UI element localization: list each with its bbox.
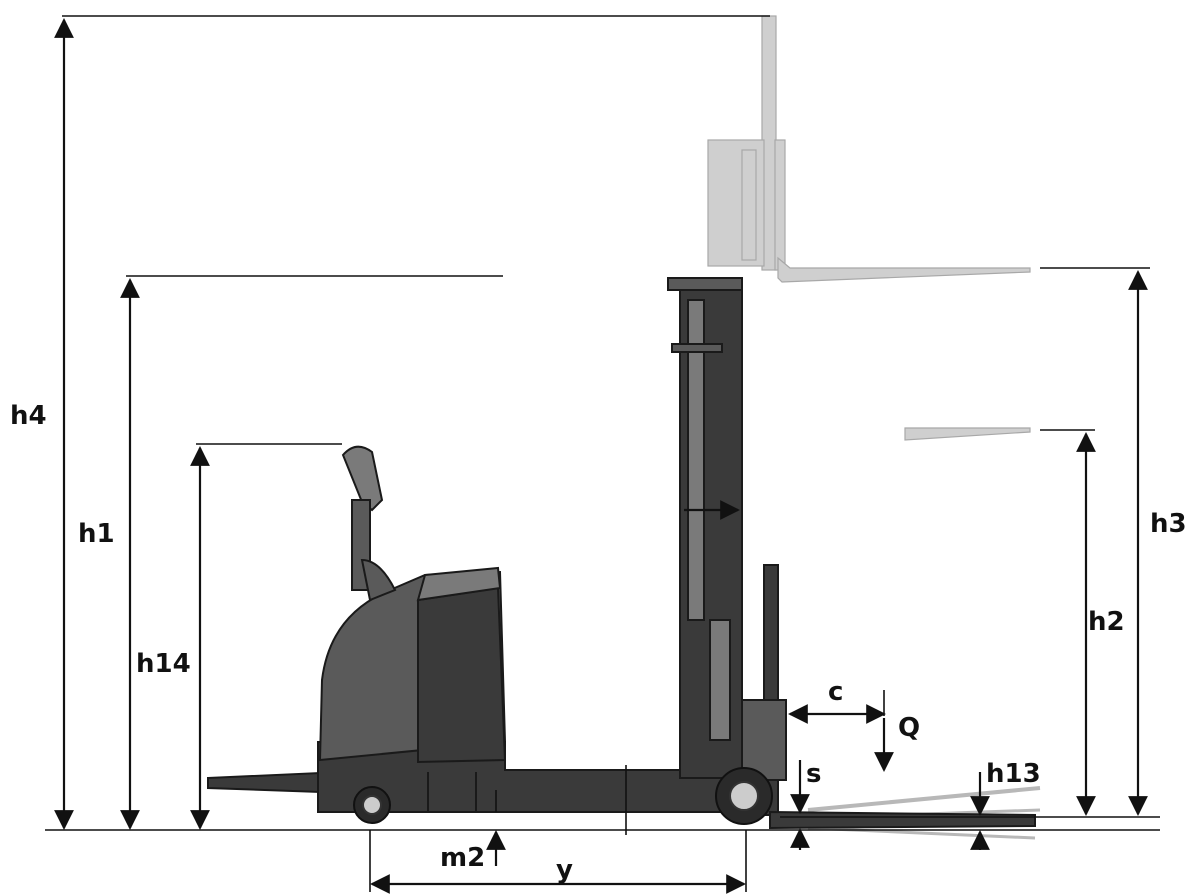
mast-guard [709, 619, 731, 741]
rear-outrigger [207, 771, 321, 794]
h13-label: h13 [986, 759, 1041, 789]
raised-fork-top [777, 256, 1031, 283]
dimension-h2: h2 [1040, 429, 1125, 816]
h3-label: h3 [1150, 509, 1187, 539]
tiller-head [341, 445, 384, 512]
dimension-c: c [788, 677, 886, 724]
mast-crossbar [671, 343, 723, 353]
cover-panel [417, 586, 507, 764]
dimension-s: s [790, 759, 821, 850]
dimension-h3: h3 [1040, 267, 1187, 816]
dimension-h14: h14 [136, 443, 342, 830]
raised-carriage-plate [741, 149, 757, 261]
drive-wheel-hub [362, 795, 382, 815]
m2-label: m2 [440, 843, 485, 873]
forks [769, 810, 1036, 830]
c-label: c [828, 677, 843, 707]
s-label: s [806, 759, 821, 789]
Q-label: Q [898, 713, 920, 743]
dimension-y: y [369, 765, 747, 894]
lift-cylinder [687, 299, 705, 621]
cover-top [416, 566, 502, 602]
front-wheel-hub [729, 781, 759, 811]
fork-tilt-ghost-1 [807, 786, 1041, 812]
dimension-h1: h1 [78, 275, 503, 830]
tiller-base [360, 558, 397, 602]
h14-label: h14 [136, 649, 191, 679]
h4-label: h4 [10, 401, 47, 431]
h2-label: h2 [1088, 607, 1125, 637]
dimension-h13: h13 [970, 759, 1041, 850]
raised-fork-middle [904, 427, 1031, 441]
h1-label: h1 [78, 519, 115, 549]
stacker-truck [207, 277, 1036, 830]
dimension-m2: m2 [440, 790, 506, 873]
raised-mast-rail [774, 139, 786, 271]
load-Q: Q [874, 713, 920, 772]
fork-carriage [741, 699, 787, 781]
dimension-h4: h4 [10, 15, 770, 830]
mast-top-cap [667, 277, 743, 291]
y-label: y [556, 855, 573, 885]
